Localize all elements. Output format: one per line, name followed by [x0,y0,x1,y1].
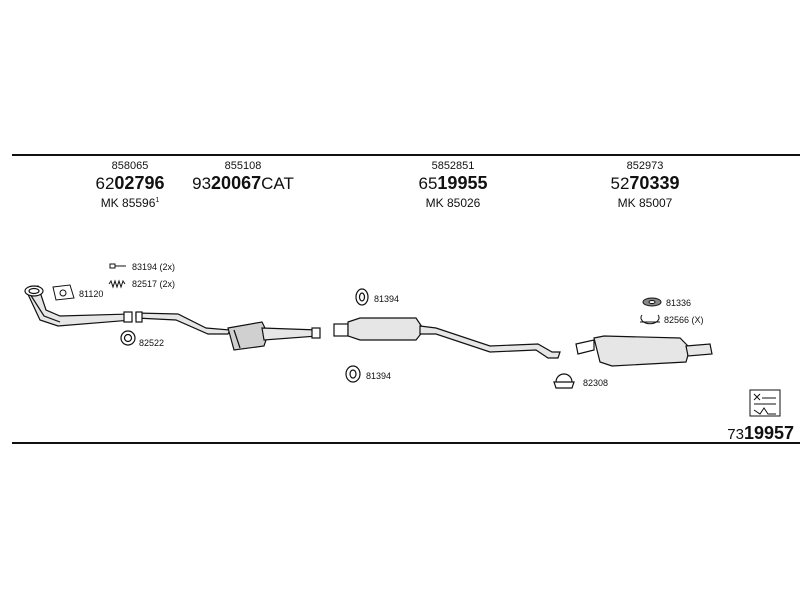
label-82566: 82566 (X) [664,315,704,325]
label-82308: 82308 [583,378,609,388]
label-82517: 82517 (2x) [132,279,176,289]
mk-number: MK 85007 [617,196,673,210]
label-81394-lower: 81394 [366,371,392,381]
part-column-middle-silencer[interactable]: 5852851 6519955 MK 85026 [368,160,538,210]
part-number: 9320067CAT [192,173,294,193]
part-number: 5270339 [610,173,680,193]
mk-number: MK 85026 [425,196,481,210]
part-column-rear-silencer[interactable]: 852973 5270339 MK 85007 [560,160,730,210]
rear-silencer[interactable] [575,335,713,367]
part-ref: 852973 [626,160,664,172]
bolt-83194[interactable] [109,263,126,269]
part-ref: 858065 [111,160,149,172]
part-number: 6202796 [95,173,165,193]
part-ref: 855108 [224,160,262,172]
part-column-catalyst[interactable]: 855108 9320067CAT [158,160,328,194]
top-divider [12,154,800,156]
label-81120: 81120 [79,289,104,299]
mk-number: MK 855961 [100,196,160,210]
rubber-81336[interactable] [642,297,662,307]
ring-82522[interactable] [120,330,136,346]
clamp-82308[interactable] [553,373,575,389]
label-82522: 82522 [139,338,165,348]
middle-silencer[interactable] [333,317,561,359]
gasket-81120[interactable] [52,284,75,301]
catalytic-converter[interactable] [135,311,321,351]
label-81394-upper: 81394 [374,294,400,304]
part-column-front-pipe[interactable]: 858065 6202796 MK 855961 [45,160,215,210]
label-83194: 83194 (2x) [132,262,176,272]
kit-number[interactable]: 7319957 [727,423,794,443]
part-number: 6519955 [418,173,488,193]
part-ref: 5852851 [431,160,475,172]
spring-82517[interactable] [108,279,126,289]
spec-sheet-icon[interactable] [749,389,781,417]
front-pipe[interactable] [24,285,133,327]
label-81336: 81336 [666,298,692,308]
bottom-divider [12,442,800,444]
mount-81394-upper[interactable] [355,288,369,306]
mount-81394-lower[interactable] [345,365,361,383]
clamp-82566[interactable] [640,314,660,325]
